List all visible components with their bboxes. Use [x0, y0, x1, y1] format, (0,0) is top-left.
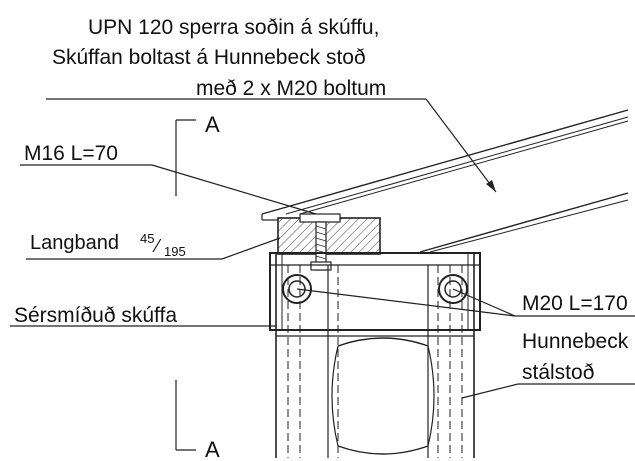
- section-label-top: A: [205, 112, 220, 137]
- label-skuffa: Sérsmíðuð skúffa: [14, 304, 177, 327]
- section-label-bottom: A: [205, 437, 220, 461]
- langband-text: Langband: [30, 232, 119, 254]
- hunnebeck-prop: [275, 253, 475, 458]
- langband-numerator: 45: [140, 231, 154, 246]
- label-prop-line-1: Hunnebeck: [522, 330, 629, 353]
- section-mark-bottom: A: [175, 380, 220, 461]
- label-langband: Langband 45 ⁄ 195: [30, 231, 186, 259]
- leader-m16: [20, 164, 317, 215]
- label-prop-line-2: stálstoð: [522, 361, 594, 384]
- title-line-3: með 2 x M20 boltum: [196, 77, 386, 100]
- title-line-1: UPN 120 sperra soðin á skúffu,: [88, 16, 379, 39]
- m16-bolt: [299, 213, 341, 271]
- leader-langband: [26, 237, 281, 260]
- leader-m20: [296, 288, 635, 317]
- title-line-2: Skúffan boltast á Hunnebeck stoð: [52, 46, 366, 69]
- langband-block: [262, 217, 381, 255]
- title-leader: [46, 98, 497, 193]
- label-m20: M20 L=170: [522, 292, 628, 315]
- langband-denominator: 195: [164, 244, 186, 259]
- leader-prop: [461, 383, 635, 399]
- bracket: [269, 252, 481, 331]
- label-m16: M16 L=70: [24, 142, 118, 165]
- section-mark-top: A: [175, 112, 220, 196]
- langband-slash: ⁄: [152, 236, 162, 256]
- upn-beam: [261, 109, 629, 253]
